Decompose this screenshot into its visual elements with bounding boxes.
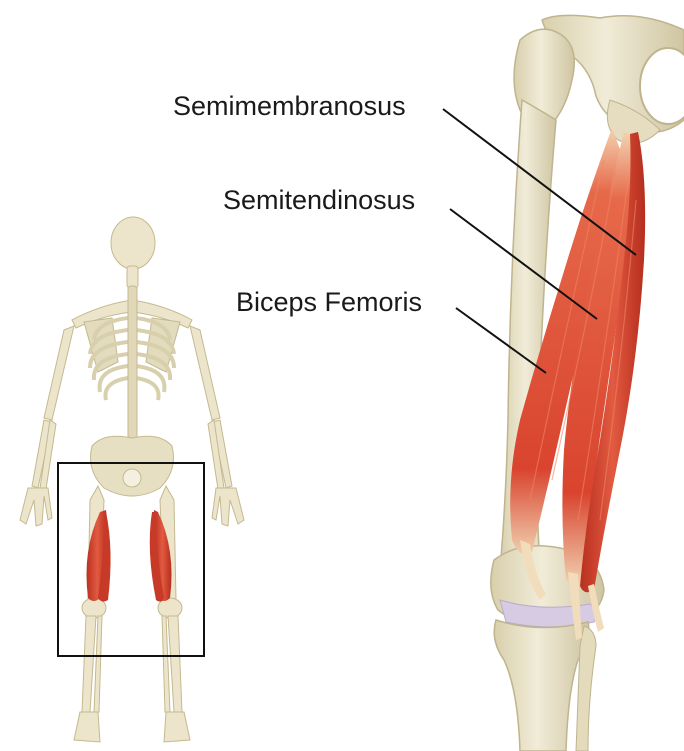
- small-hamstring-muscles: [87, 510, 172, 602]
- label-biceps-femoris: Biceps Femoris: [236, 289, 422, 316]
- label-semimembranosus: Semimembranosus: [173, 93, 406, 120]
- skeleton-figure: [20, 217, 244, 742]
- label-semitendinosus: Semitendinosus: [223, 187, 415, 214]
